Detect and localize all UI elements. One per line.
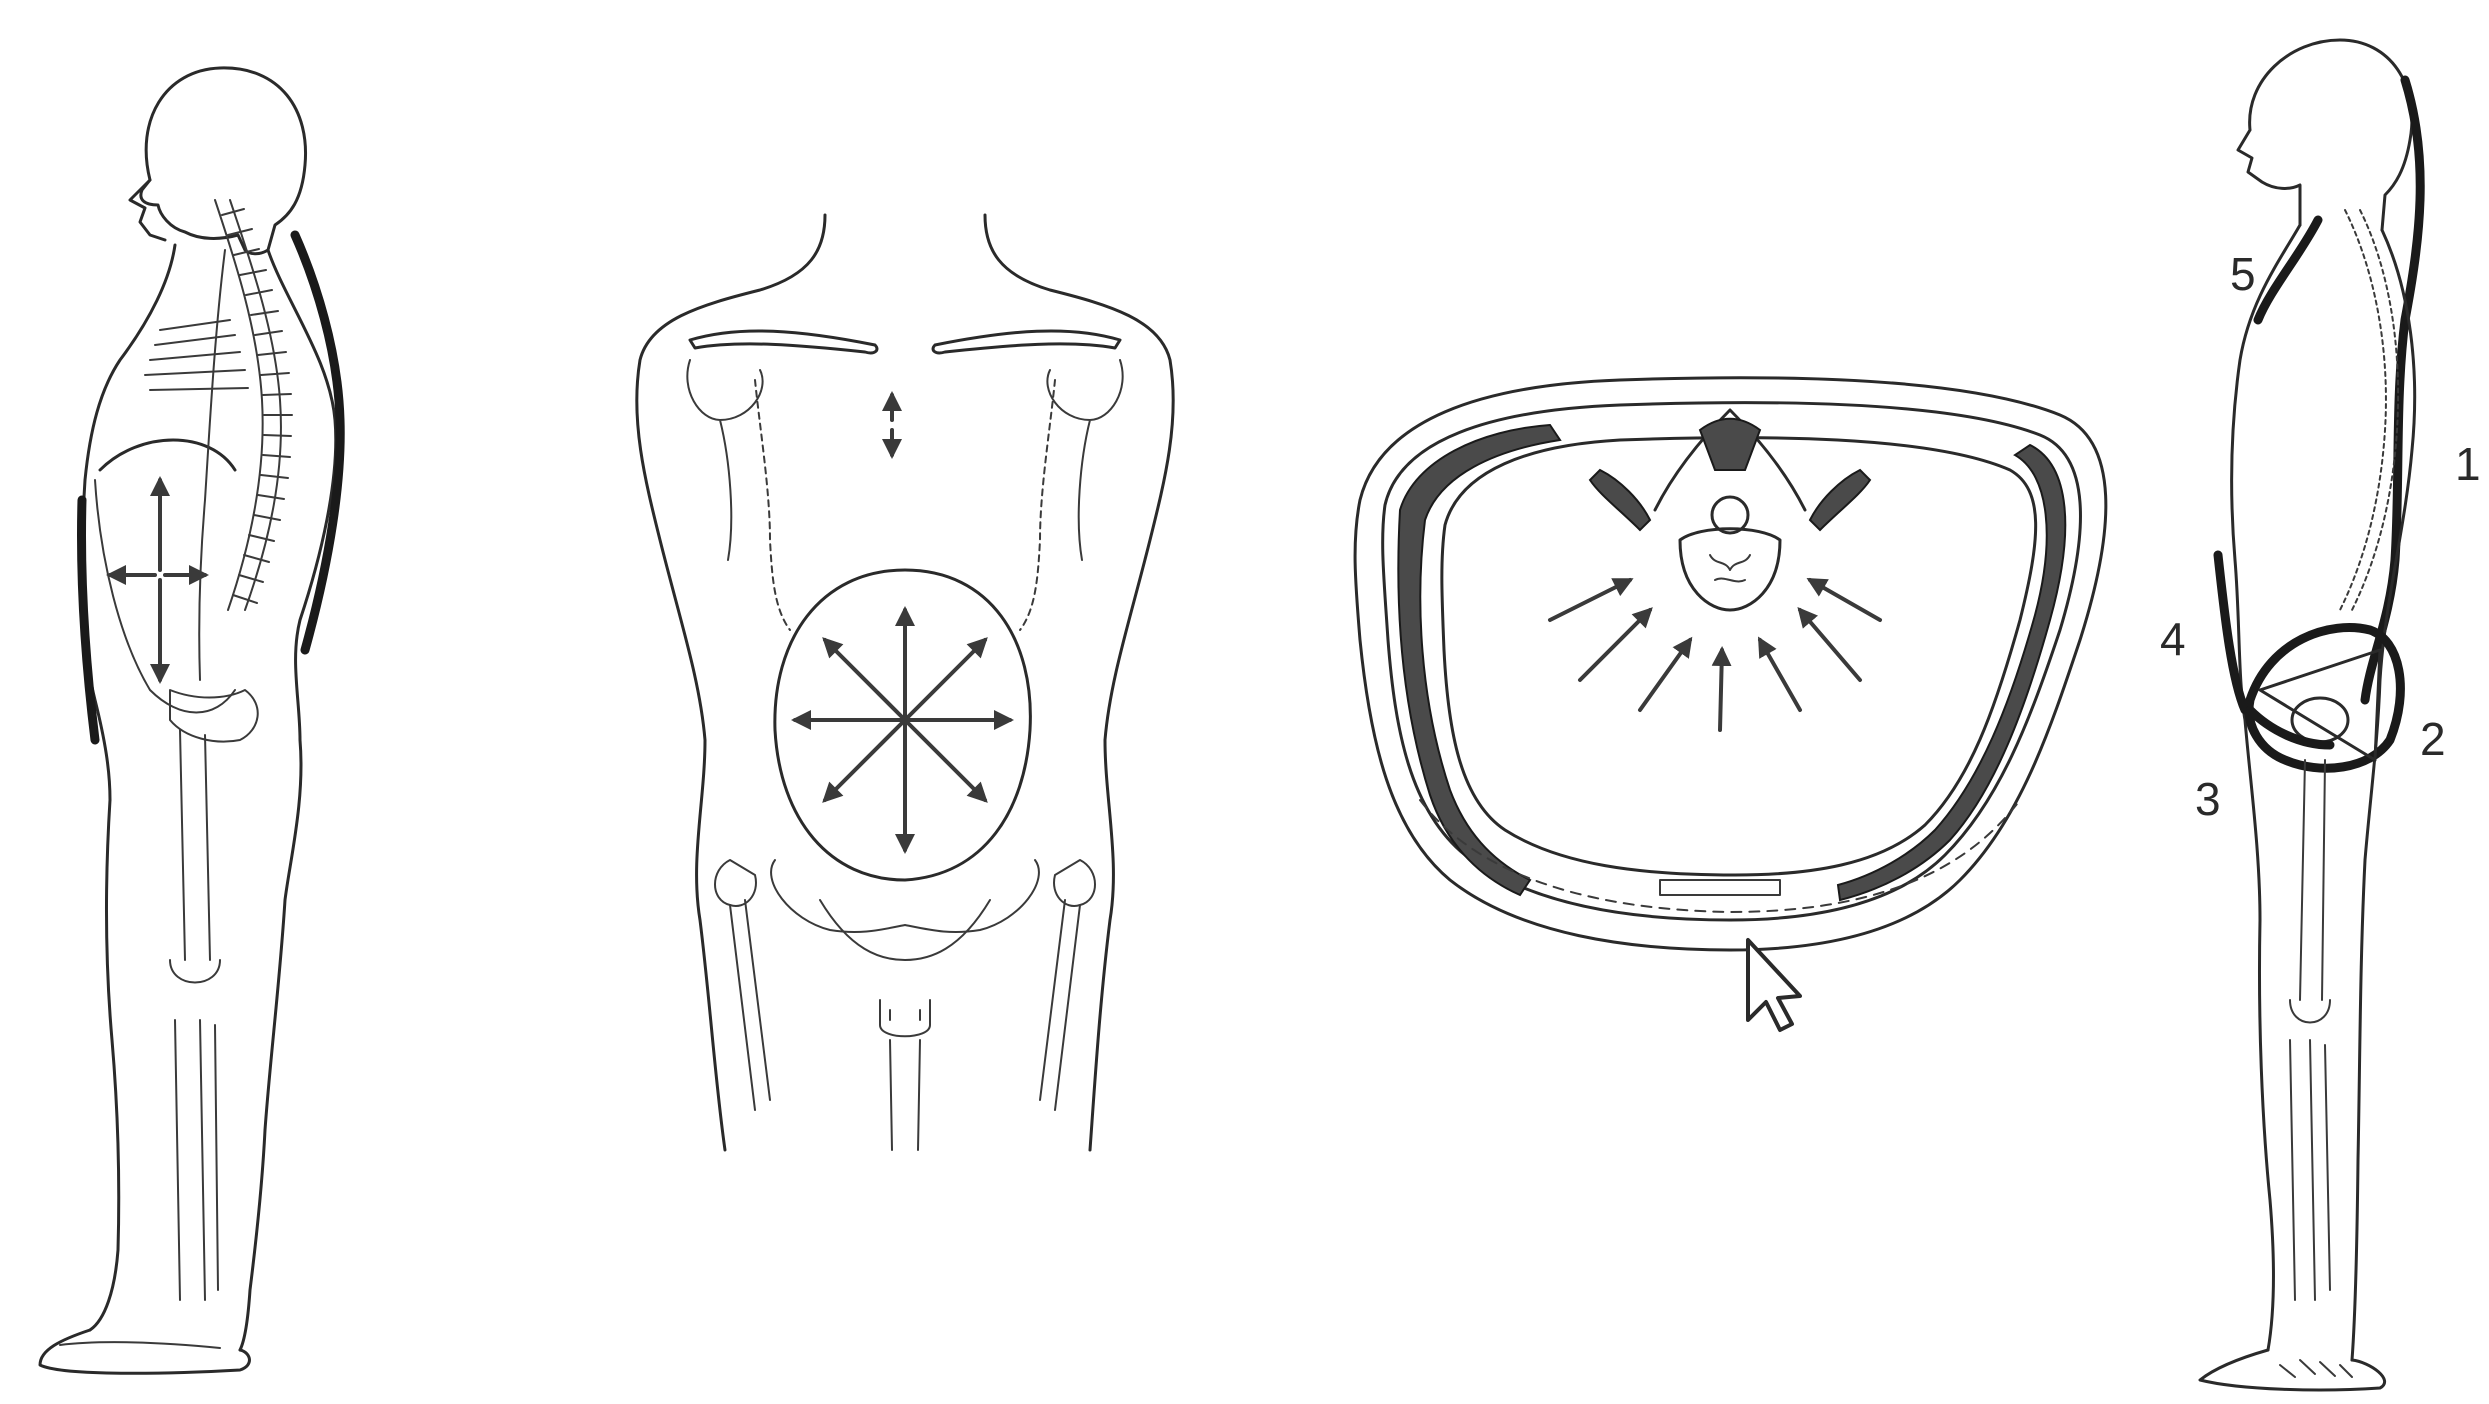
label-4: 4: [2160, 613, 2186, 665]
right-muscle-band: [1838, 445, 2065, 900]
right-clavicle: [933, 331, 1120, 353]
left-humerus: [687, 360, 762, 560]
figure-side-view-breathing: [40, 68, 340, 1373]
pelvis-inner: [820, 900, 990, 960]
front-line-4: [2218, 555, 2245, 710]
neck-line-5: [2258, 220, 2318, 320]
label-5: 5: [2230, 248, 2256, 300]
expansion-arrows: [110, 480, 205, 680]
label-3: 3: [2195, 773, 2221, 825]
rib-lines: [145, 320, 248, 390]
left-ribcage-edge: [755, 380, 790, 630]
right-shoulder-contour: [985, 215, 1173, 1150]
tibia-bone: [175, 1020, 218, 1300]
diaphragm-dome: [100, 440, 235, 470]
foot-outline-right: [2200, 1350, 2385, 1390]
knee: [170, 960, 220, 983]
abdominal-muscle-line: [82, 500, 95, 740]
left-shoulder-contour: [637, 215, 825, 1150]
figure-side-view-numbered: 1 2 3 4 5: [2160, 40, 2481, 1390]
abdomen-outline: [95, 480, 235, 713]
figure-cross-section-torso: [1355, 378, 2106, 1030]
muscle-layer-outline: [1383, 403, 2081, 920]
head-outline-right: [2238, 40, 2412, 230]
label-2: 2: [2420, 713, 2446, 765]
spine-right: [2340, 210, 2386, 610]
pelvis: [771, 860, 1039, 932]
back-contour-right: [2352, 230, 2415, 1360]
radial-expansion-arrows: [795, 610, 1010, 850]
body-front-contour: [82, 245, 175, 1330]
left-hip-joint: [715, 860, 756, 906]
back-muscle-line: [295, 235, 340, 650]
right-humerus: [1047, 360, 1122, 560]
sacrum: [880, 1000, 930, 1036]
mouse-pointer-icon: [1748, 940, 1800, 1030]
label-1: 1: [2455, 438, 2481, 490]
pelvis-bone: [170, 690, 258, 742]
back-line-1: [2365, 80, 2420, 700]
left-muscle-band: [1398, 425, 1560, 895]
compression-arrows: [1550, 580, 1880, 730]
front-contour-right: [2232, 225, 2300, 1350]
abdominal-cavity: [1442, 438, 2036, 875]
right-hip-joint: [1054, 860, 1095, 906]
femur-bone: [180, 730, 210, 960]
hip-socket: [2292, 698, 2348, 742]
arm-outline: [199, 250, 225, 680]
linea-alba: [1660, 880, 1780, 895]
left-clavicle: [690, 331, 877, 353]
figure-front-view-abdomen: [637, 215, 1173, 1150]
foot-outline: [40, 1330, 249, 1373]
spine: [215, 200, 292, 610]
right-ribcage-edge: [1020, 380, 1055, 630]
